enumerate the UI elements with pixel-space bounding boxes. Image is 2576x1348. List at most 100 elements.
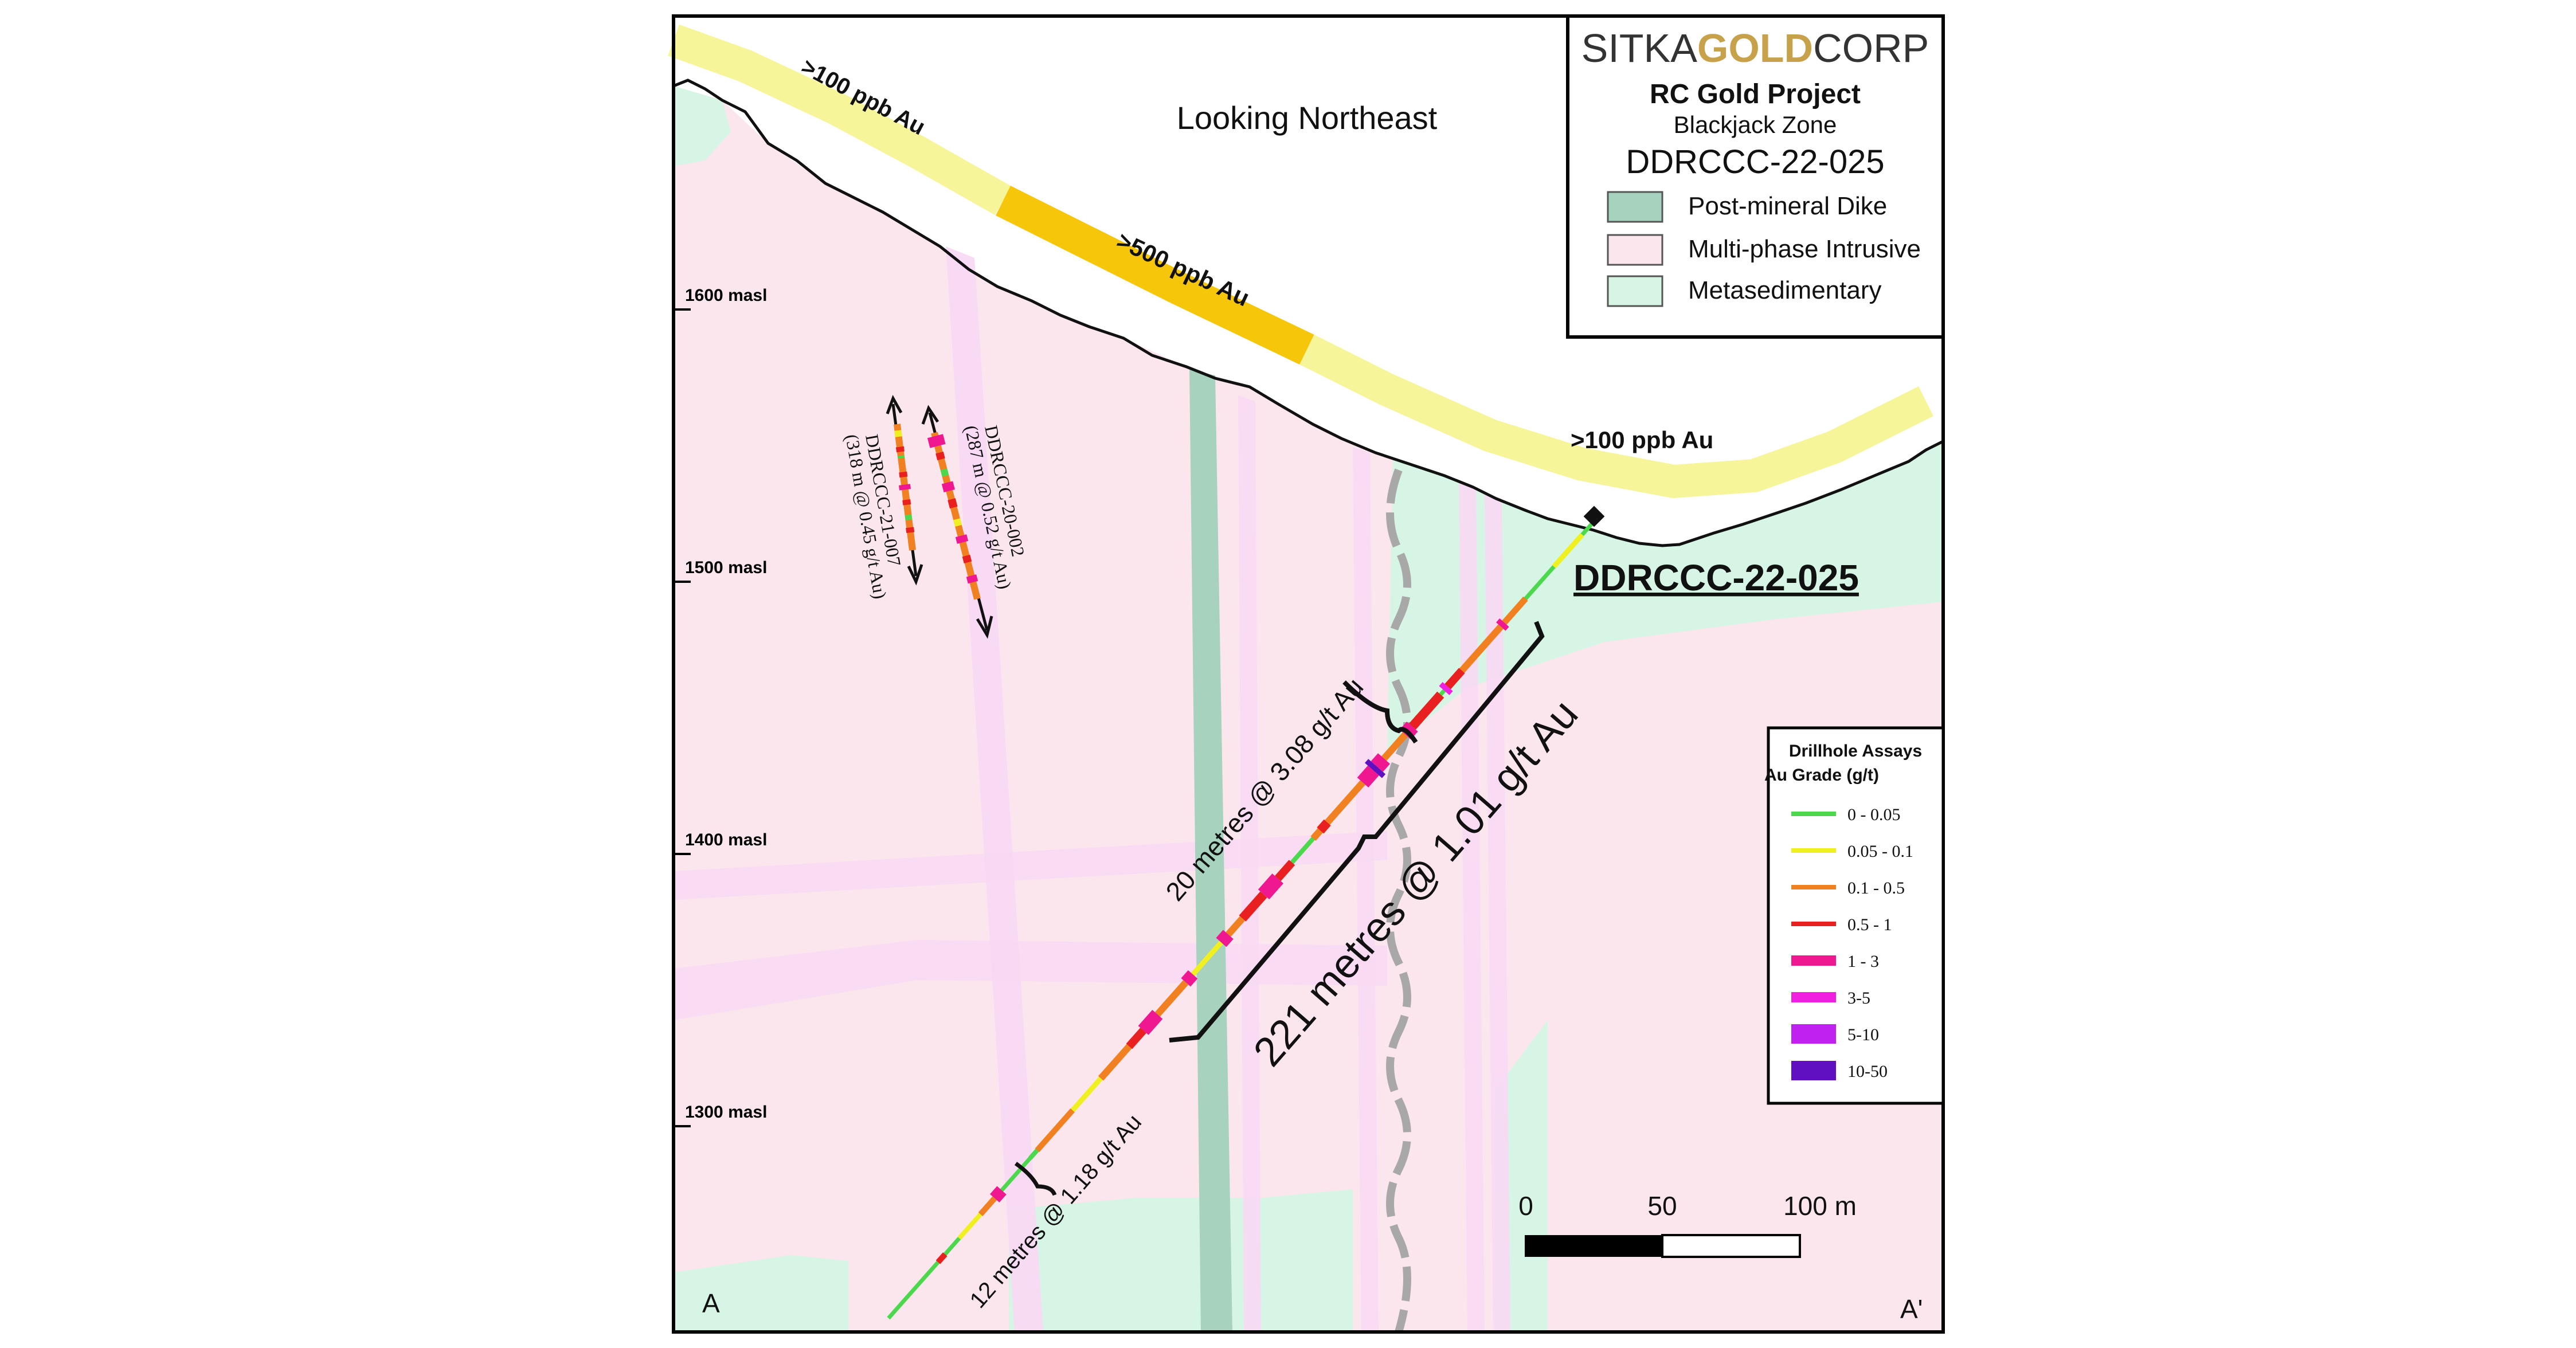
- scale-tick-0: 0: [1518, 1191, 1533, 1221]
- dh-segments-segment-27: [1070, 1076, 1103, 1112]
- proj-b-segs-segment-4: [948, 498, 958, 509]
- proj-b-segs-segment-2: [940, 468, 949, 477]
- assay-swatch-7: [1791, 1061, 1836, 1080]
- drillhole-collar: [1583, 506, 1605, 527]
- dh-segments-segment-15: [1290, 837, 1315, 864]
- proj-b-segs-segment-3: [941, 481, 955, 493]
- section-end-right: A': [1900, 1294, 1923, 1324]
- legend-swatch-metasedimentary: [1607, 275, 1663, 307]
- legend-swatch-dike: [1607, 191, 1663, 223]
- assay-label-1: 0.05 - 0.1: [1847, 842, 1913, 861]
- intrusive-band-vertical-5: [1485, 493, 1510, 1332]
- dh-segments-segment-26: [1098, 1044, 1132, 1081]
- projected-hole-b: [921, 405, 993, 639]
- assay-swatch-0: [1791, 812, 1836, 816]
- dh-segments-segment-9: [1381, 732, 1408, 761]
- bracket-lower: [1014, 1162, 1057, 1196]
- dh-segments-segment-33: [935, 1252, 948, 1264]
- assay-label-5: 3-5: [1847, 989, 1870, 1008]
- legend-label-intrusive: Multi-phase Intrusive: [1688, 235, 1921, 263]
- dh-segments-segment-5: [1444, 668, 1465, 689]
- soil-label-right: >100 ppb Au: [1571, 426, 1713, 453]
- proj-b-segs-segment-8: [966, 574, 978, 584]
- dh-segments-segment-20: [1216, 930, 1234, 947]
- assay-label-7: 10-50: [1847, 1062, 1888, 1081]
- intrusive-band-vertical-1: [946, 246, 1043, 1332]
- dh-segments-segment-2: [1502, 596, 1528, 625]
- proj-b-segs-segment-0: [927, 434, 946, 448]
- dh-segments-segment-31: [978, 1196, 997, 1216]
- scale-tick-100: 100 m: [1783, 1191, 1857, 1221]
- company-logo: SITKAGOLDCORP: [1581, 26, 1929, 70]
- proj-b-segs-segment-6: [955, 534, 969, 544]
- assay-swatch-5: [1791, 992, 1836, 1002]
- view-direction-label: Looking Northeast: [1177, 100, 1438, 136]
- assay-swatch-6: [1791, 1024, 1836, 1044]
- dh-segments-segment-7: [1408, 691, 1444, 730]
- dh-segments-segment-6: [1439, 681, 1453, 695]
- assay-swatch-1: [1791, 848, 1836, 853]
- legend-label-dike: Post-mineral Dike: [1688, 192, 1887, 220]
- assay-legend-title-2: Au Grade (g/t): [1764, 766, 1879, 785]
- hole-title: DDRCCC-22-025: [1626, 143, 1884, 181]
- bracket-main: [1169, 621, 1545, 1043]
- dh-segments-segment-4: [1452, 624, 1504, 681]
- metasedimentary-top-left: [674, 86, 731, 166]
- dh-segments-segment-30: [990, 1186, 1007, 1203]
- section-end-left: A: [702, 1288, 720, 1318]
- elevation-label-1300: 1300 masl: [685, 1103, 767, 1122]
- title-legend-box: SITKAGOLDCORP RC Gold Project Blackjack …: [1566, 14, 1945, 339]
- assay-legend-title-1: Drillhole Assays: [1789, 742, 1922, 761]
- elevation-label-1400: 1400 masl: [685, 830, 767, 849]
- dh-segments-segment-24: [1138, 1009, 1163, 1035]
- dh-segments-segment-11: [1364, 759, 1386, 778]
- soil-anomaly-high: [996, 186, 1314, 365]
- soil-anomaly-low-right: [1299, 335, 1933, 499]
- elevation-ticks: [674, 308, 691, 1127]
- assay-swatch-4: [1791, 955, 1836, 966]
- map-frame: [672, 14, 1945, 1334]
- intrusive-band-vertical-2: [1238, 395, 1261, 1332]
- post-mineral-dike: [1189, 370, 1232, 1332]
- elevation-label-1600: 1600 masl: [685, 286, 767, 305]
- assay-label-6: 5-10: [1847, 1025, 1879, 1044]
- proj-b-segs-segment-5: [953, 518, 962, 527]
- metasedimentary-right: [1387, 441, 1943, 751]
- metasedimentary-bottom-left: [674, 1255, 848, 1332]
- dh-segments-segment-14: [1317, 819, 1331, 834]
- dh-segments-segment-25: [1126, 1028, 1146, 1049]
- dh-segments-segment-19: [1226, 916, 1245, 937]
- proj-a-segs-segment-1: [895, 446, 905, 453]
- legend-label-metasedimentary: Metasedimentary: [1688, 276, 1881, 304]
- drillhole-label: DDRCCC-22-025: [1573, 557, 1859, 598]
- assay-swatch-2: [1791, 885, 1836, 889]
- assay-label-0: 0 - 0.05: [1847, 805, 1901, 824]
- metasedimentary-bottom: [1009, 1189, 1353, 1332]
- proj-b-segs-segment-1: [935, 452, 945, 461]
- project-title: RC Gold Project: [1650, 79, 1861, 109]
- soil-anomaly-low-left: [668, 24, 1012, 215]
- bracket-upper: [1342, 680, 1418, 744]
- proj-a-segs-segment-2: [897, 455, 905, 459]
- scale-bar: 0 50 100 m: [1518, 1191, 1857, 1258]
- dh-segments-segment-16: [1275, 860, 1295, 881]
- legend-swatch-intrusive: [1607, 234, 1663, 266]
- dh-segments-segment-21: [1191, 941, 1223, 977]
- assay-label-2: 0.1 - 0.5: [1847, 879, 1905, 898]
- dh-segments-segment-3: [1496, 618, 1509, 631]
- dh-segments-segment-12: [1357, 765, 1379, 787]
- assay-swatch-3: [1791, 922, 1836, 926]
- dh-segments-segment-0: [1552, 532, 1584, 569]
- dh-segments-segment-32: [957, 1212, 982, 1240]
- dh-segments-segment-22: [1181, 970, 1198, 987]
- scale-tick-50: 50: [1647, 1191, 1677, 1221]
- intrusive-band-vertical-3: [1353, 447, 1379, 1332]
- proj-a-segs-segment-5: [902, 499, 911, 506]
- dh-segments-segment-1: [1524, 565, 1556, 600]
- dh-segments-segment-18: [1239, 891, 1267, 922]
- intrusive-band-vertical-4: [1459, 481, 1485, 1332]
- dh-segments-segment-23: [1154, 980, 1189, 1017]
- assay-label-3: 0.5 - 1: [1847, 915, 1892, 934]
- assay-label-4: 1 - 3: [1847, 952, 1879, 971]
